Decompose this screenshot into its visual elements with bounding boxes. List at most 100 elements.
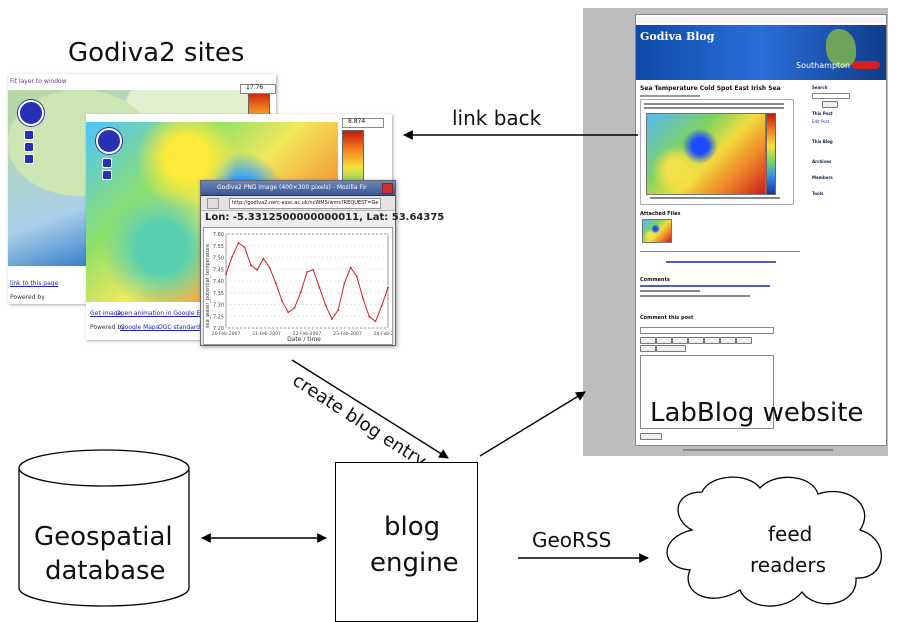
readers-label: readers bbox=[750, 553, 826, 577]
back-scale-max-field[interactable] bbox=[240, 84, 276, 94]
sidebar-search-button[interactable] bbox=[822, 101, 838, 108]
format-button-5[interactable] bbox=[704, 337, 720, 344]
data-point bbox=[237, 242, 240, 244]
sidebar-heading-5: Members bbox=[812, 175, 833, 180]
format-button-3[interactable] bbox=[672, 337, 688, 344]
data-point bbox=[368, 315, 371, 318]
format-button-2[interactable] bbox=[656, 337, 672, 344]
front-zoom-out-button[interactable] bbox=[102, 170, 112, 180]
data-point bbox=[337, 309, 340, 311]
front-scale-max-value: 8.874 bbox=[348, 118, 366, 125]
format-button-1[interactable] bbox=[640, 337, 656, 344]
data-point bbox=[387, 286, 389, 289]
data-point bbox=[312, 268, 315, 271]
y-axis-label: sea_water_potential_temperature bbox=[205, 244, 211, 328]
comment-line-1 bbox=[640, 285, 770, 287]
post-map-image[interactable] bbox=[646, 113, 766, 195]
data-point bbox=[262, 257, 265, 260]
attached-files-heading: Attached Files bbox=[640, 211, 681, 217]
close-icon[interactable] bbox=[382, 183, 393, 194]
data-point bbox=[243, 246, 246, 249]
sidebar-heading-1: Search bbox=[812, 85, 828, 90]
back-scale-max-value: 17.76 bbox=[246, 84, 264, 91]
data-point bbox=[343, 282, 346, 285]
page-icon bbox=[207, 198, 219, 209]
popup-url-text: http://godiva2.nerc-essc.ac.uk/ncWMS/wms… bbox=[232, 200, 378, 206]
front-google-maps-link[interactable]: Google Maps bbox=[120, 324, 159, 331]
fit-layer-link[interactable]: Fit layer to window bbox=[10, 78, 67, 85]
comment-body-field[interactable] bbox=[640, 355, 774, 429]
blog-engine-box bbox=[335, 462, 478, 622]
blog-post-title: Sea Temperature Cold Spot East Irish Sea bbox=[640, 85, 781, 92]
front-ogc-link[interactable]: OGC standards bbox=[158, 324, 204, 331]
y-tick-label: 7.60 bbox=[213, 232, 224, 238]
figure-caption-line-2 bbox=[644, 107, 784, 109]
data-point bbox=[355, 275, 358, 278]
labblog-screenshot: Godiva Blog Southampton Sea Temperature … bbox=[583, 8, 888, 456]
timeseries-popup-window: Godiva2 PNG image (400×300 pixels) - Moz… bbox=[200, 180, 444, 346]
timeseries-svg: 7.607.557.507.457.407.357.307.257.20 20-… bbox=[205, 232, 402, 343]
popup-window-title: Godiva2 PNG image (400×300 pixels) - Moz… bbox=[217, 184, 367, 191]
front-powered-by: Powered by bbox=[90, 324, 125, 331]
submit-comment-button[interactable] bbox=[640, 433, 662, 440]
data-point bbox=[287, 311, 290, 314]
front-scale-max-field[interactable] bbox=[342, 118, 384, 128]
front-pan-control[interactable] bbox=[96, 128, 122, 154]
comment-post-heading: Comment this post bbox=[640, 315, 694, 321]
format-button-6[interactable] bbox=[720, 337, 736, 344]
comment-title-field[interactable] bbox=[640, 327, 774, 334]
figure-caption-line-1 bbox=[644, 103, 784, 105]
front-zoom-in-button[interactable] bbox=[102, 158, 112, 168]
data-point bbox=[231, 255, 234, 258]
y-tick-label: 7.45 bbox=[213, 267, 224, 273]
data-point bbox=[306, 271, 308, 273]
blog-label: blog bbox=[384, 512, 441, 542]
post-divider bbox=[640, 251, 800, 252]
format-button-9[interactable] bbox=[656, 345, 686, 352]
blog-banner: Godiva Blog Southampton bbox=[636, 25, 886, 80]
data-point bbox=[256, 268, 259, 271]
y-tick-label: 7.40 bbox=[213, 279, 224, 285]
publish-arrow bbox=[479, 391, 586, 457]
format-button-7[interactable] bbox=[736, 337, 752, 344]
sidebar-link-1[interactable]: Edit Post bbox=[812, 119, 830, 124]
university-logo-icon bbox=[852, 61, 880, 69]
back-get-image-link[interactable]: link to this page bbox=[10, 280, 59, 287]
attached-thumbnail[interactable] bbox=[642, 219, 672, 243]
format-button-8[interactable] bbox=[640, 345, 656, 352]
sidebar-heading-2: This Post bbox=[812, 111, 833, 116]
data-point bbox=[374, 320, 377, 323]
sidebar-heading-4: Archives bbox=[812, 159, 832, 164]
create-entry-arrow bbox=[291, 359, 449, 459]
popup-url-field[interactable]: http://godiva2.nerc-essc.ac.uk/ncWMS/wms… bbox=[229, 198, 381, 209]
comment-line-3 bbox=[640, 295, 750, 297]
engine-label: engine bbox=[370, 548, 459, 578]
blog-page: Godiva Blog Southampton Sea Temperature … bbox=[635, 14, 887, 446]
back-pan-control[interactable] bbox=[18, 100, 44, 126]
feed-readers-cloud bbox=[666, 476, 883, 607]
format-button-4[interactable] bbox=[688, 337, 704, 344]
georss-label: GeoRSS bbox=[532, 528, 612, 552]
back-zoom-out-button[interactable] bbox=[24, 142, 34, 152]
front-get-image-link[interactable]: Get image bbox=[90, 310, 122, 317]
geospatial-label: Geospatial bbox=[34, 522, 173, 552]
post-meta-line bbox=[640, 95, 700, 97]
data-point bbox=[250, 264, 252, 267]
popup-address-bar: http://godiva2.nerc-essc.ac.uk/ncWMS/wms… bbox=[201, 196, 395, 211]
popup-title-bar[interactable]: Godiva2 PNG image (400×300 pixels) - Moz… bbox=[201, 181, 395, 196]
back-zoom-in-button[interactable] bbox=[24, 130, 34, 140]
data-point bbox=[318, 286, 321, 289]
data-point bbox=[324, 304, 327, 307]
x-tick-label: 21-Feb-2007 bbox=[252, 331, 281, 337]
data-point bbox=[380, 304, 383, 307]
blog-university: Southampton bbox=[796, 61, 851, 70]
y-tick-label: 7.30 bbox=[213, 303, 224, 309]
labblog-website-label: LabBlog website bbox=[650, 398, 864, 428]
sidebar-search-field[interactable] bbox=[812, 93, 850, 99]
post-colorbar bbox=[766, 113, 776, 195]
back-zoom-extra-button[interactable] bbox=[24, 154, 34, 164]
front-google-earth-link[interactable]: Open animation in Google Earth bbox=[116, 310, 213, 317]
feed-label: feed bbox=[768, 522, 813, 546]
